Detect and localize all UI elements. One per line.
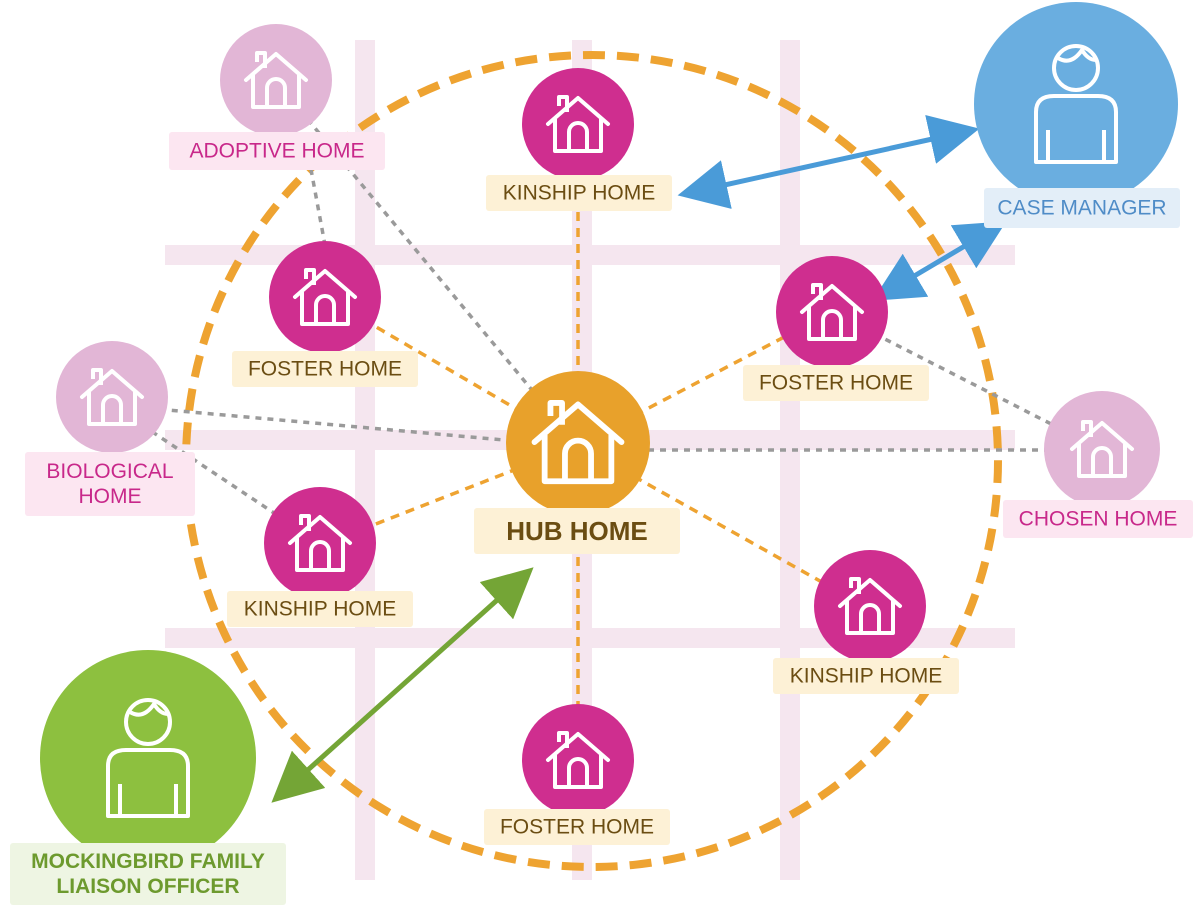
case-manager-to-foster-arrow xyxy=(872,221,1007,301)
person-case-manager-label-background xyxy=(984,188,1180,228)
home-foster-upper-right-label-background xyxy=(743,365,929,401)
case-manager-to-kinship-arrow xyxy=(677,114,980,210)
home-foster-upper-right-label: FOSTER HOME xyxy=(743,365,929,401)
person-case-manager[interactable]: CASE MANAGER xyxy=(974,2,1180,228)
outer-home-adoptive[interactable]: ADOPTIVE HOME xyxy=(169,24,385,170)
person-case-manager-circle xyxy=(974,2,1178,206)
outer-home-chosen-label-text: CHOSEN HOME xyxy=(1019,508,1178,531)
liaison-to-hub-arrow xyxy=(271,567,534,803)
link-adoptive-hub xyxy=(298,108,567,432)
home-foster-upper-right-label-text: FOSTER HOME xyxy=(759,372,913,395)
hub-home[interactable]: HUB HOME xyxy=(474,371,680,554)
link-adoptive-foster xyxy=(298,109,327,246)
home-kinship-lower-right-label-text: KINSHIP HOME xyxy=(790,665,942,688)
outer-home-adoptive-label: ADOPTIVE HOME xyxy=(169,132,385,170)
home-kinship-lower-right-label-background xyxy=(773,658,959,694)
outer-home-biological-label-background xyxy=(25,452,195,516)
person-case-manager-label-text: CASE MANAGER xyxy=(997,197,1166,220)
home-foster-upper-left-label-background xyxy=(232,351,418,387)
home-kinship-lower-right[interactable]: KINSHIP HOME xyxy=(773,550,959,694)
home-foster-upper-left[interactable]: FOSTER HOME xyxy=(232,241,418,387)
home-kinship-lower-right-label: KINSHIP HOME xyxy=(773,658,959,694)
home-kinship-top-label: KINSHIP HOME xyxy=(486,175,672,211)
home-foster-bottom-label-text: FOSTER HOME xyxy=(500,816,654,839)
home-kinship-lower-left-label-background xyxy=(227,591,413,627)
home-foster-upper-right[interactable]: FOSTER HOME xyxy=(743,256,929,401)
home-foster-bottom-label-background xyxy=(484,809,670,845)
outer-home-biological-label-text: BIOLOGICAL xyxy=(46,460,173,483)
person-liaison-circle xyxy=(40,650,256,866)
home-kinship-lower-left[interactable]: KINSHIP HOME xyxy=(227,487,413,627)
person-liaison-label-text: MOCKINGBIRD FAMILY xyxy=(31,850,265,873)
outer-home-biological-label-text: HOME xyxy=(79,485,142,508)
person-liaison-label-background xyxy=(10,843,286,905)
home-kinship-lower-left-label: KINSHIP HOME xyxy=(227,591,413,627)
home-foster-bottom[interactable]: FOSTER HOME xyxy=(484,704,670,845)
hub-home-label-text: HUB HOME xyxy=(506,516,648,546)
home-foster-upper-left-label: FOSTER HOME xyxy=(232,351,418,387)
outer-home-chosen[interactable]: CHOSEN HOME xyxy=(1003,391,1193,538)
hub-home-label-background xyxy=(474,508,680,554)
person-case-manager-label: CASE MANAGER xyxy=(984,188,1180,228)
person-liaison-label-text: LIAISON OFFICER xyxy=(56,875,239,898)
outer-home-adoptive-label-text: ADOPTIVE HOME xyxy=(189,140,364,163)
link-biological-hub xyxy=(111,403,561,447)
hub-home-label: HUB HOME xyxy=(474,508,680,554)
home-foster-upper-left-label-text: FOSTER HOME xyxy=(248,358,402,381)
outer-home-adoptive-label-background xyxy=(169,132,385,170)
home-kinship-top-label-background xyxy=(486,175,672,211)
home-kinship-top-label-text: KINSHIP HOME xyxy=(503,182,655,205)
home-foster-bottom-label: FOSTER HOME xyxy=(484,809,670,845)
outer-home-chosen-label: CHOSEN HOME xyxy=(1003,500,1193,538)
home-kinship-top[interactable]: KINSHIP HOME xyxy=(486,68,672,211)
outer-home-chosen-label-background xyxy=(1003,500,1193,538)
home-kinship-lower-left-label-text: KINSHIP HOME xyxy=(244,598,396,621)
